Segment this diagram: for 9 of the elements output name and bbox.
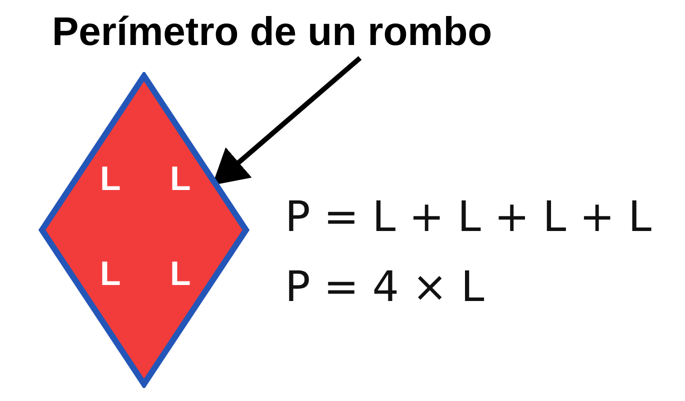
side-label: L: [100, 255, 121, 293]
side-label: L: [170, 160, 191, 198]
title-text: Perímetro de un rombo: [52, 9, 492, 55]
side-label: L: [100, 160, 121, 198]
formula-text: P = L + L + L + L: [285, 192, 652, 242]
formula-text: P = 4 × L: [285, 262, 484, 312]
rhombus-shape: [38, 72, 250, 388]
arrow: [212, 56, 362, 186]
side-label: L: [170, 255, 191, 293]
